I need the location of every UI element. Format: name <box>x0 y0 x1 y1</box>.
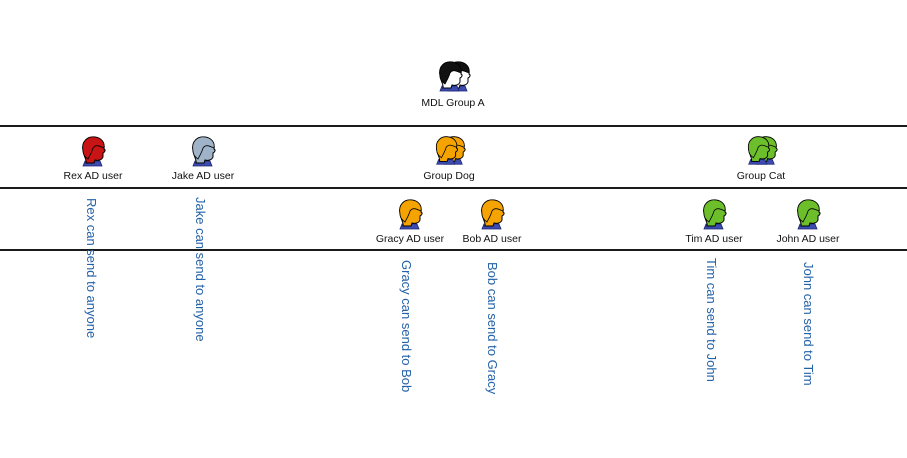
node-jake-ad-user[interactable]: Jake AD user <box>143 135 263 182</box>
node-label: Rex AD user <box>63 170 123 182</box>
node-group-cat[interactable]: Group Cat <box>701 135 821 182</box>
node-label: Group Dog <box>423 170 475 182</box>
node-label: Jake AD user <box>171 170 235 182</box>
user-icon <box>703 199 727 230</box>
note-john: John can send to Tim <box>801 262 816 386</box>
node-rex-ad-user[interactable]: Rex AD user <box>33 135 153 182</box>
separator-line-2 <box>0 187 907 189</box>
node-mdl-group-a[interactable]: MDL Group A <box>393 60 513 109</box>
node-label: Group Cat <box>736 170 786 182</box>
note-gracy: Gracy can send to Bob <box>399 260 414 393</box>
node-tim-ad-user[interactable]: Tim AD user <box>654 198 774 245</box>
separator-line-3 <box>0 249 907 251</box>
group-icon <box>747 136 778 165</box>
node-label: Tim AD user <box>685 233 743 245</box>
node-john-ad-user[interactable]: John AD user <box>748 198 868 245</box>
separator-line-1 <box>0 125 907 127</box>
node-gracy-ad-user[interactable]: Gracy AD user <box>350 198 470 245</box>
node-label: John AD user <box>776 233 840 245</box>
note-jake: Jake can send to anyone <box>193 197 208 342</box>
user-icon <box>192 136 216 167</box>
node-bob-ad-user[interactable]: Bob AD user <box>432 198 552 245</box>
node-group-dog[interactable]: Group Dog <box>389 135 509 182</box>
group-icon <box>435 136 466 165</box>
user-icon <box>797 199 821 230</box>
note-bob: Bob can send to Gracy <box>485 262 500 395</box>
group-icon <box>439 61 471 92</box>
user-icon <box>82 136 106 167</box>
note-tim: Tim can send to John <box>704 258 719 382</box>
node-label: Gracy AD user <box>375 233 445 245</box>
node-label: Bob AD user <box>462 233 522 245</box>
user-icon <box>481 199 505 230</box>
note-rex: Rex can send to anyone <box>84 198 99 339</box>
user-icon <box>399 199 423 230</box>
node-label: MDL Group A <box>421 97 485 109</box>
